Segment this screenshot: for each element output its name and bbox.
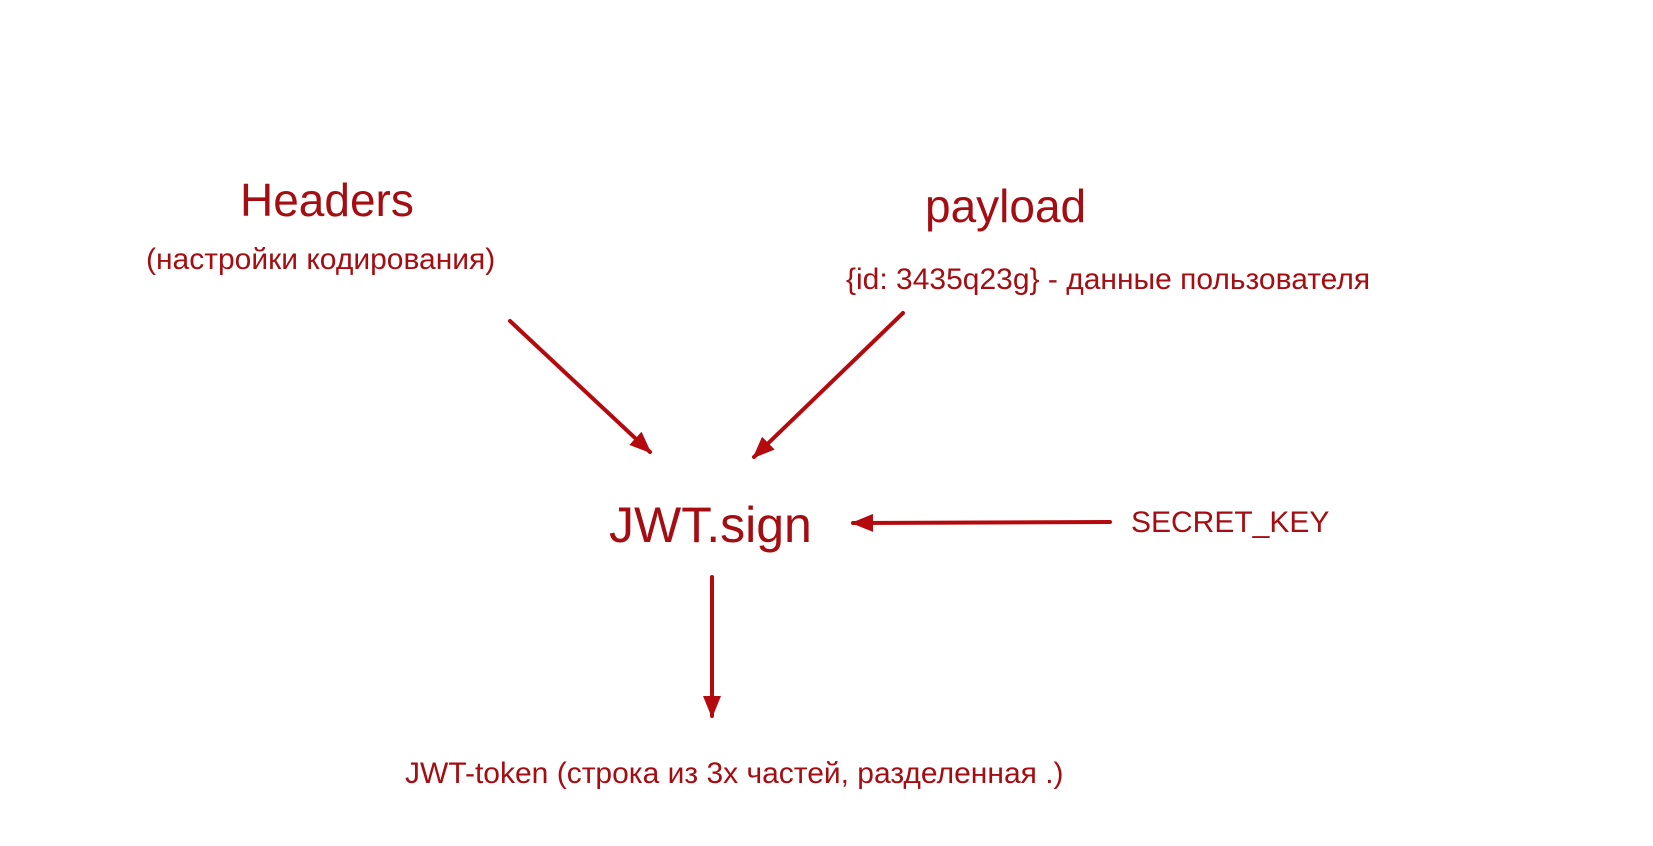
jwt-token-node: JWT-token (строка из 3х частей, разделен…: [405, 757, 1064, 790]
arrow-payload-to-sign: [752, 311, 905, 459]
arrow-headers-to-sign: [508, 319, 652, 454]
arrow-secret-to-sign: [851, 513, 1112, 532]
headers-node-subtitle: (настройки кодирования): [146, 243, 496, 276]
payload-node-title: payload: [925, 180, 1087, 232]
secret-key-node: SECRET_KEY: [1131, 506, 1330, 539]
headers-node-title: Headers: [240, 174, 414, 226]
payload-node-subtitle: {id: 3435q23g} - данные пользователя: [846, 263, 1371, 296]
jwt-sign-node: JWT.sign: [609, 497, 812, 553]
